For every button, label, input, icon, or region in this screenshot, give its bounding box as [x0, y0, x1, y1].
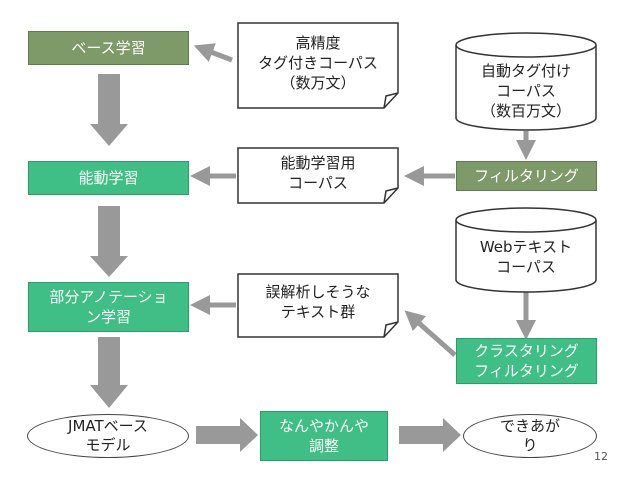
nanyakanya-label-2: 調整 [308, 437, 339, 455]
clustering-label: クラスタリング [474, 342, 579, 360]
nanyakanya-label-1: なんやかんや [278, 417, 369, 435]
active-corpus-line-1: 能動学習用 [280, 154, 356, 172]
down-arrow-3 [90, 337, 128, 408]
tagged-corpus-line-2: タグ付きコーパス [258, 54, 378, 72]
down-arrow-2 [90, 206, 128, 277]
partial-annotation-label-1: 部分アノテーショ [49, 288, 168, 306]
filtering-node: フィルタリング [456, 161, 597, 191]
right-arrow-1 [196, 418, 258, 452]
active-corpus-line-2: コーパス [288, 174, 348, 192]
done-line-1: できあが [499, 417, 560, 435]
done-line-2: り [522, 436, 538, 454]
doc-shape-active [237, 147, 399, 204]
active-learning-label: 能動学習 [78, 169, 139, 187]
partial-annotation-node: 部分アノテーショ ン学習 [28, 282, 189, 332]
auto-tagged-line-1: 自動タグ付け [480, 62, 571, 80]
done-terminal: できあが り [463, 414, 597, 458]
cylinder-web-text [455, 207, 597, 293]
auto-tagged-line-3: （数百万文） [480, 102, 571, 120]
base-learning-label: ベース学習 [71, 39, 146, 57]
jmat-model-line-1: JMATベース [68, 417, 148, 435]
web-text-line-1: Webテキスト [479, 238, 573, 256]
page-number: 12 [594, 450, 608, 463]
web-text-line-2: コーパス [496, 258, 556, 276]
jmat-model-terminal: JMATベース モデル [27, 414, 189, 458]
error-text-line-2: テキスト群 [280, 303, 356, 321]
active-corpus-doc: 能動学習用 コーパス [238, 150, 398, 196]
auto-tagged-corpus-db: 自動タグ付け コーパス （数百万文） [456, 58, 596, 124]
active-learning-node: 能動学習 [28, 161, 189, 195]
partial-annotation-label-2: ン学習 [85, 308, 131, 326]
web-text-corpus-db: Webテキスト コーパス [456, 234, 596, 280]
auto-tagged-line-2: コーパス [496, 82, 556, 100]
right-arrow-2 [399, 418, 461, 452]
nanyakanya-node: なんやかんや 調整 [260, 411, 388, 461]
error-text-doc: 誤解析しそうな テキスト群 [238, 278, 398, 326]
cylinder-auto-tagged [455, 32, 597, 131]
doc-shape-tagged [237, 22, 399, 109]
jmat-model-line-2: モデル [85, 436, 131, 454]
clustering-filtering-label: フィルタリング [474, 362, 579, 380]
clustering-filtering-node: クラスタリング フィルタリング [456, 338, 597, 384]
arrow-cluster-to-error [404, 310, 457, 357]
tagged-corpus-line-1: 高精度 [295, 34, 341, 52]
filtering-label: フィルタリング [474, 167, 579, 185]
arrow-tagged-to-base [193, 43, 233, 63]
error-text-line-1: 誤解析しそうな [265, 283, 371, 301]
base-learning-node: ベース学習 [28, 31, 189, 65]
doc-shape-error [237, 273, 399, 338]
tagged-corpus-doc: 高精度 タグ付きコーパス （数万文） [238, 26, 398, 100]
tagged-corpus-line-3: （数万文） [280, 74, 356, 92]
down-arrow-1 [90, 74, 128, 146]
